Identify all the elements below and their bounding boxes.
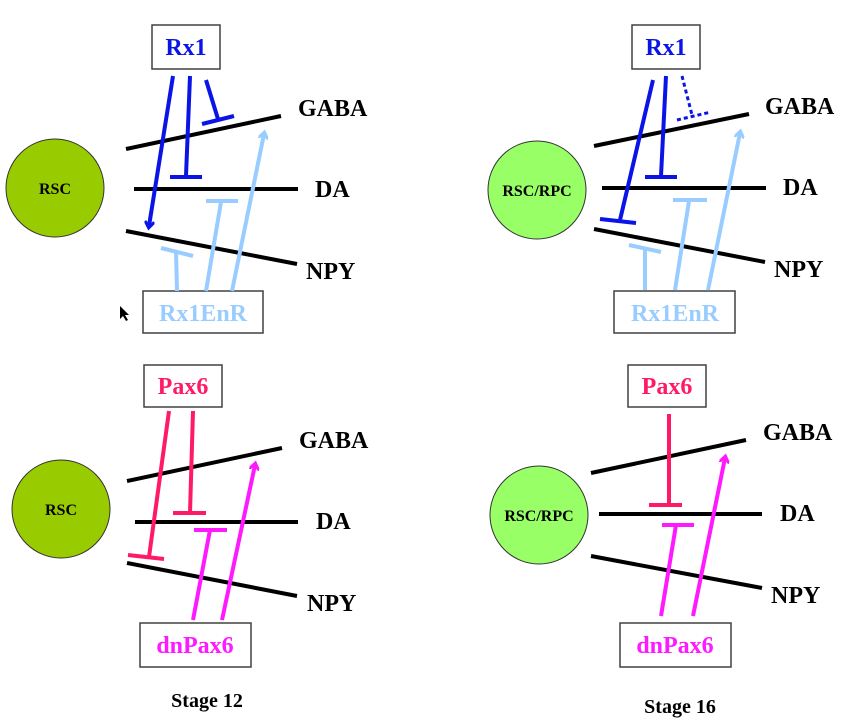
da-label: DA	[315, 177, 350, 203]
top-gene-label: Pax6	[642, 374, 693, 400]
panel-rx1-stage12: RSC GABA DA NPY Rx1 Rx1EnR	[5, 24, 368, 334]
cell-label: RSC/RPC	[502, 183, 571, 200]
gaba-line	[126, 446, 283, 483]
activation-arrow-rx1enr-gaba	[706, 133, 740, 291]
repression-bar-rx1-gaba	[201, 114, 235, 126]
npy-line	[593, 227, 766, 264]
panel-pax6-stage16: RSC/RPC GABA DA NPY Pax6 dnPax6 Stage 16	[489, 364, 833, 718]
npy-line	[590, 554, 763, 590]
da-label: DA	[316, 509, 351, 535]
npy-label: NPY	[306, 259, 355, 285]
repression-line-pax6-da	[188, 410, 195, 514]
bottom-gene-label: Rx1EnR	[159, 301, 248, 327]
top-gene-label: Pax6	[158, 374, 209, 400]
repression-bar-pax6-npy	[127, 553, 165, 561]
cell-circle	[489, 465, 589, 565]
gaba-line	[593, 112, 750, 148]
activation-arrow-rx1-npy	[149, 75, 175, 226]
bottom-gene-box	[613, 290, 736, 334]
gaba-label: GABA	[765, 94, 835, 120]
cell-circle	[11, 459, 111, 559]
bottom-gene-label: dnPax6	[636, 633, 713, 659]
bottom-gene-box	[139, 622, 252, 668]
top-gene-box	[143, 364, 223, 408]
gaba-label: GABA	[763, 420, 833, 446]
gaba-label: GABA	[298, 96, 368, 122]
activation-arrow-rx1enr-gaba	[230, 134, 264, 292]
cell-label: RSC/RPC	[504, 508, 573, 525]
stage-label: Stage 16	[644, 696, 716, 718]
cell-circle	[5, 138, 105, 238]
gaba-line	[125, 114, 282, 151]
npy-line	[126, 561, 298, 598]
repression-bar-rx1enr-npy	[160, 246, 194, 258]
da-label: DA	[783, 175, 818, 201]
bottom-gene-box	[619, 622, 732, 668]
panel-pax6-stage12: RSC GABA DA NPY Pax6 dnPax6 Stage 12	[11, 364, 369, 712]
weak-repression-bar-rx1-gaba	[676, 110, 712, 122]
top-gene-box	[631, 24, 701, 70]
top-gene-box	[151, 24, 221, 70]
gaba-label: GABA	[299, 428, 369, 454]
npy-label: NPY	[774, 257, 823, 283]
repression-line-rx1-npy	[618, 79, 655, 221]
bottom-gene-label: Rx1EnR	[631, 301, 720, 327]
repression-line-pax6-npy	[147, 410, 171, 558]
npy-label: NPY	[307, 591, 356, 617]
stage-label: Stage 12	[171, 690, 243, 712]
top-gene-box	[627, 364, 707, 408]
repression-line-rx1enr-da	[204, 201, 223, 292]
npy-label: NPY	[771, 583, 820, 609]
da-label: DA	[780, 501, 815, 527]
bottom-gene-box	[142, 290, 264, 334]
activation-arrow-dnpax6-gaba	[691, 458, 725, 617]
top-gene-label: Rx1	[165, 35, 206, 61]
repression-line-dnpax6-da	[659, 524, 678, 617]
repression-line-rx1enr-da	[673, 200, 691, 291]
repression-line-rx1-gaba	[204, 79, 220, 120]
cell-label: RSC	[39, 181, 71, 198]
cell-circle	[487, 140, 587, 240]
repression-line-rx1-da	[184, 75, 192, 177]
panel-rx1-stage16: RSC/RPC GABA DA NPY Rx1 Rx1EnR	[487, 24, 835, 334]
weak-repression-line-rx1-gaba	[680, 75, 694, 116]
repression-line-rx1-da	[659, 75, 668, 177]
mouse-cursor-icon	[120, 306, 129, 321]
bottom-gene-label: dnPax6	[156, 633, 233, 659]
repression-line-rx1enr-npy	[174, 250, 179, 292]
repression-line-dnpax6-da	[191, 529, 212, 621]
cell-label: RSC	[45, 502, 77, 519]
repression-bar-rx1enr-npy	[628, 243, 662, 254]
top-gene-label: Rx1	[645, 35, 686, 61]
repression-bar-rx1-npy	[599, 217, 637, 225]
activation-arrow-dnpax6-gaba	[220, 465, 255, 621]
